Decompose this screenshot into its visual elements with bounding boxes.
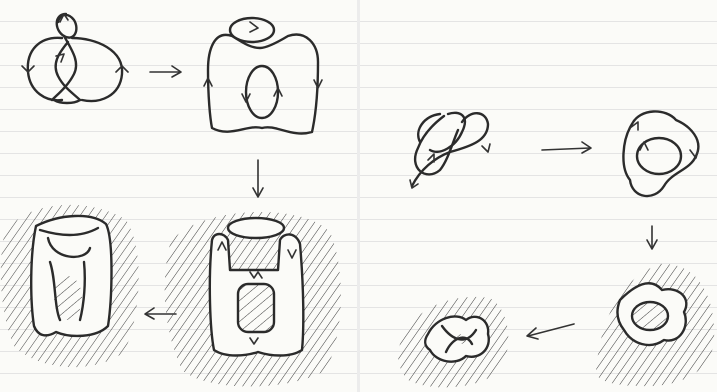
left-spanning-surface (165, 212, 341, 387)
right-seifert-surface (398, 297, 508, 388)
arrow-left-2 (527, 324, 574, 339)
right-spanning-surface (596, 264, 714, 386)
arrow-down-1 (253, 160, 263, 197)
left-seifert-surface (1, 205, 139, 367)
left-knot-diagram (22, 14, 128, 103)
arrow-right-1 (150, 66, 181, 77)
right-trefoil-diagram (410, 113, 490, 188)
arrow-right-2 (542, 142, 591, 153)
right-seifert-circles (623, 111, 698, 196)
left-seifert-circles (204, 18, 322, 134)
arrow-down-2 (647, 226, 657, 249)
